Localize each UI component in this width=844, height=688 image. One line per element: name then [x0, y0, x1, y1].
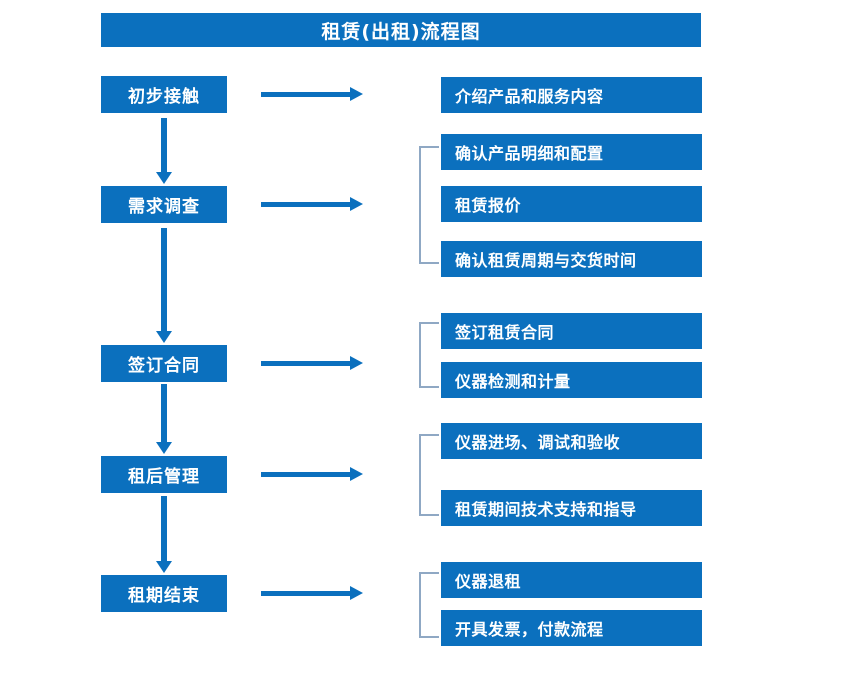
horizontal-arrow-3 — [261, 355, 363, 371]
group-bracket-post-rental — [419, 434, 439, 516]
detail-box-1[interactable]: 介绍产品和服务内容 — [441, 77, 702, 113]
detail-box-5[interactable]: 签订租赁合同 — [441, 313, 702, 349]
horizontal-arrow-5 — [261, 585, 363, 601]
horizontal-arrow-2 — [261, 196, 363, 212]
horizontal-arrow-4 — [261, 466, 363, 482]
stage-box-2[interactable]: 需求调查 — [101, 186, 227, 223]
detail-box-10[interactable]: 开具发票，付款流程 — [441, 610, 702, 646]
detail-box-2[interactable]: 确认产品明细和配置 — [441, 134, 702, 170]
stage-box-5[interactable]: 租期结束 — [101, 575, 227, 612]
horizontal-arrow-1 — [261, 86, 363, 102]
detail-box-9[interactable]: 仪器退租 — [441, 562, 702, 598]
detail-box-3[interactable]: 租赁报价 — [441, 186, 702, 222]
vertical-arrow-1 — [156, 118, 172, 184]
group-bracket-end-of-term — [419, 572, 439, 638]
vertical-arrow-2 — [156, 228, 172, 343]
vertical-arrow-3 — [156, 384, 172, 454]
detail-box-8[interactable]: 租赁期间技术支持和指导 — [441, 490, 702, 526]
stage-box-4[interactable]: 租后管理 — [101, 456, 227, 493]
page-title: 租赁(出租)流程图 — [101, 13, 701, 47]
detail-box-6[interactable]: 仪器检测和计量 — [441, 362, 702, 398]
group-bracket-requirements — [419, 146, 439, 264]
vertical-arrow-4 — [156, 496, 172, 573]
detail-box-4[interactable]: 确认租赁周期与交货时间 — [441, 241, 702, 277]
detail-box-7[interactable]: 仪器进场、调试和验收 — [441, 423, 702, 459]
stage-box-1[interactable]: 初步接触 — [101, 76, 227, 113]
group-bracket-contract — [419, 322, 439, 388]
stage-box-3[interactable]: 签订合同 — [101, 345, 227, 382]
